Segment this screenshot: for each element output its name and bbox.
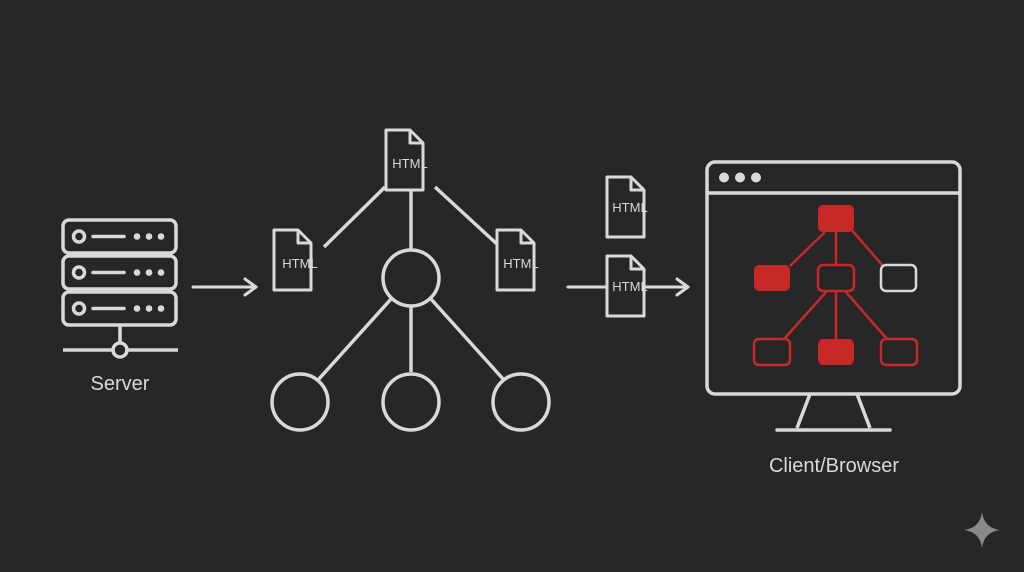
doc-label-right: HTML	[503, 256, 538, 271]
dom-node-child-left	[752, 337, 792, 367]
tree-edges	[316, 185, 506, 382]
server-led-dots	[133, 233, 165, 312]
doc-label-left: HTML	[282, 256, 317, 271]
html-document-icon: HTML	[384, 128, 428, 192]
server-icon	[61, 218, 178, 359]
html-document-icon: HTML	[605, 254, 648, 318]
monitor-icon	[705, 160, 962, 432]
tree-nodes	[270, 248, 551, 432]
dom-tree-edges	[783, 227, 888, 340]
client-label: Client/Browser	[769, 455, 899, 477]
html-document-icon: HTML	[272, 228, 318, 292]
dom-node-middle	[816, 263, 856, 293]
tree-node-middle	[381, 372, 441, 432]
doc-label-transfer-lower: HTML	[612, 279, 647, 294]
doc-label-top: HTML	[392, 156, 427, 171]
tree-node-left	[270, 372, 330, 432]
dom-node-child-middle	[818, 339, 854, 365]
sparkle-icon	[964, 512, 1000, 548]
dom-node-right	[879, 263, 918, 293]
tree-node-right	[491, 372, 551, 432]
dom-node-child-right	[879, 337, 919, 367]
dom-node-left	[754, 265, 790, 291]
arrow-server-to-tree	[191, 277, 258, 297]
dom-tree-nodes	[752, 205, 919, 367]
server-label: Server	[91, 373, 150, 395]
browser-window-dots	[719, 172, 761, 183]
tree-node-center	[381, 248, 441, 308]
html-document-icon: HTML	[495, 228, 539, 292]
dom-node-root	[818, 205, 854, 232]
html-document-icon: HTML	[605, 175, 648, 239]
doc-label-transfer-upper: HTML	[612, 200, 647, 215]
